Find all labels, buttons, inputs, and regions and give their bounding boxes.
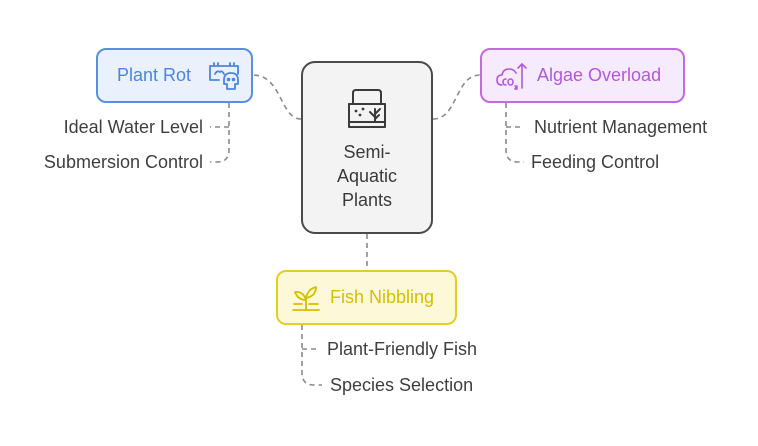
plant-sprout-icon: [292, 285, 320, 311]
plant-rot-child-ideal-water-level: Ideal Water Level: [63, 117, 203, 137]
center-title: Semi- Aquatic Plants: [336, 141, 398, 210]
algae-child-nutrient-management: Nutrient Management: [534, 117, 708, 137]
algae-overload-label: Algae Overload: [537, 65, 662, 85]
connector-algae-children: [505, 103, 524, 163]
connector-plant-rot-children: [210, 103, 230, 163]
connector-fish-children: [301, 325, 322, 386]
algae-child-feeding-control: Feeding Control: [531, 152, 660, 172]
plant-rot-node[interactable]: Plant Rot: [96, 48, 253, 103]
connector-center-algae: [432, 74, 481, 120]
fish-nibbling-node[interactable]: Fish Nibbling: [276, 270, 457, 325]
plant-rot-label: Plant Rot: [117, 65, 192, 85]
plant-rot-child-submersion-control: Submersion Control: [43, 152, 203, 172]
co2-increase-icon: [496, 62, 527, 90]
fish-nibbling-label: Fish Nibbling: [330, 287, 435, 307]
algae-overload-node[interactable]: Algae Overload: [480, 48, 685, 103]
connector-center-plant-rot: [252, 74, 302, 120]
fish-child-plant-friendly-fish: Plant-Friendly Fish: [327, 339, 478, 359]
center-node[interactable]: Semi- Aquatic Plants: [301, 61, 433, 234]
rotting-plant-skull-icon: [209, 61, 239, 90]
fish-child-species-selection: Species Selection: [330, 375, 474, 395]
aquarium-icon: [348, 88, 386, 128]
